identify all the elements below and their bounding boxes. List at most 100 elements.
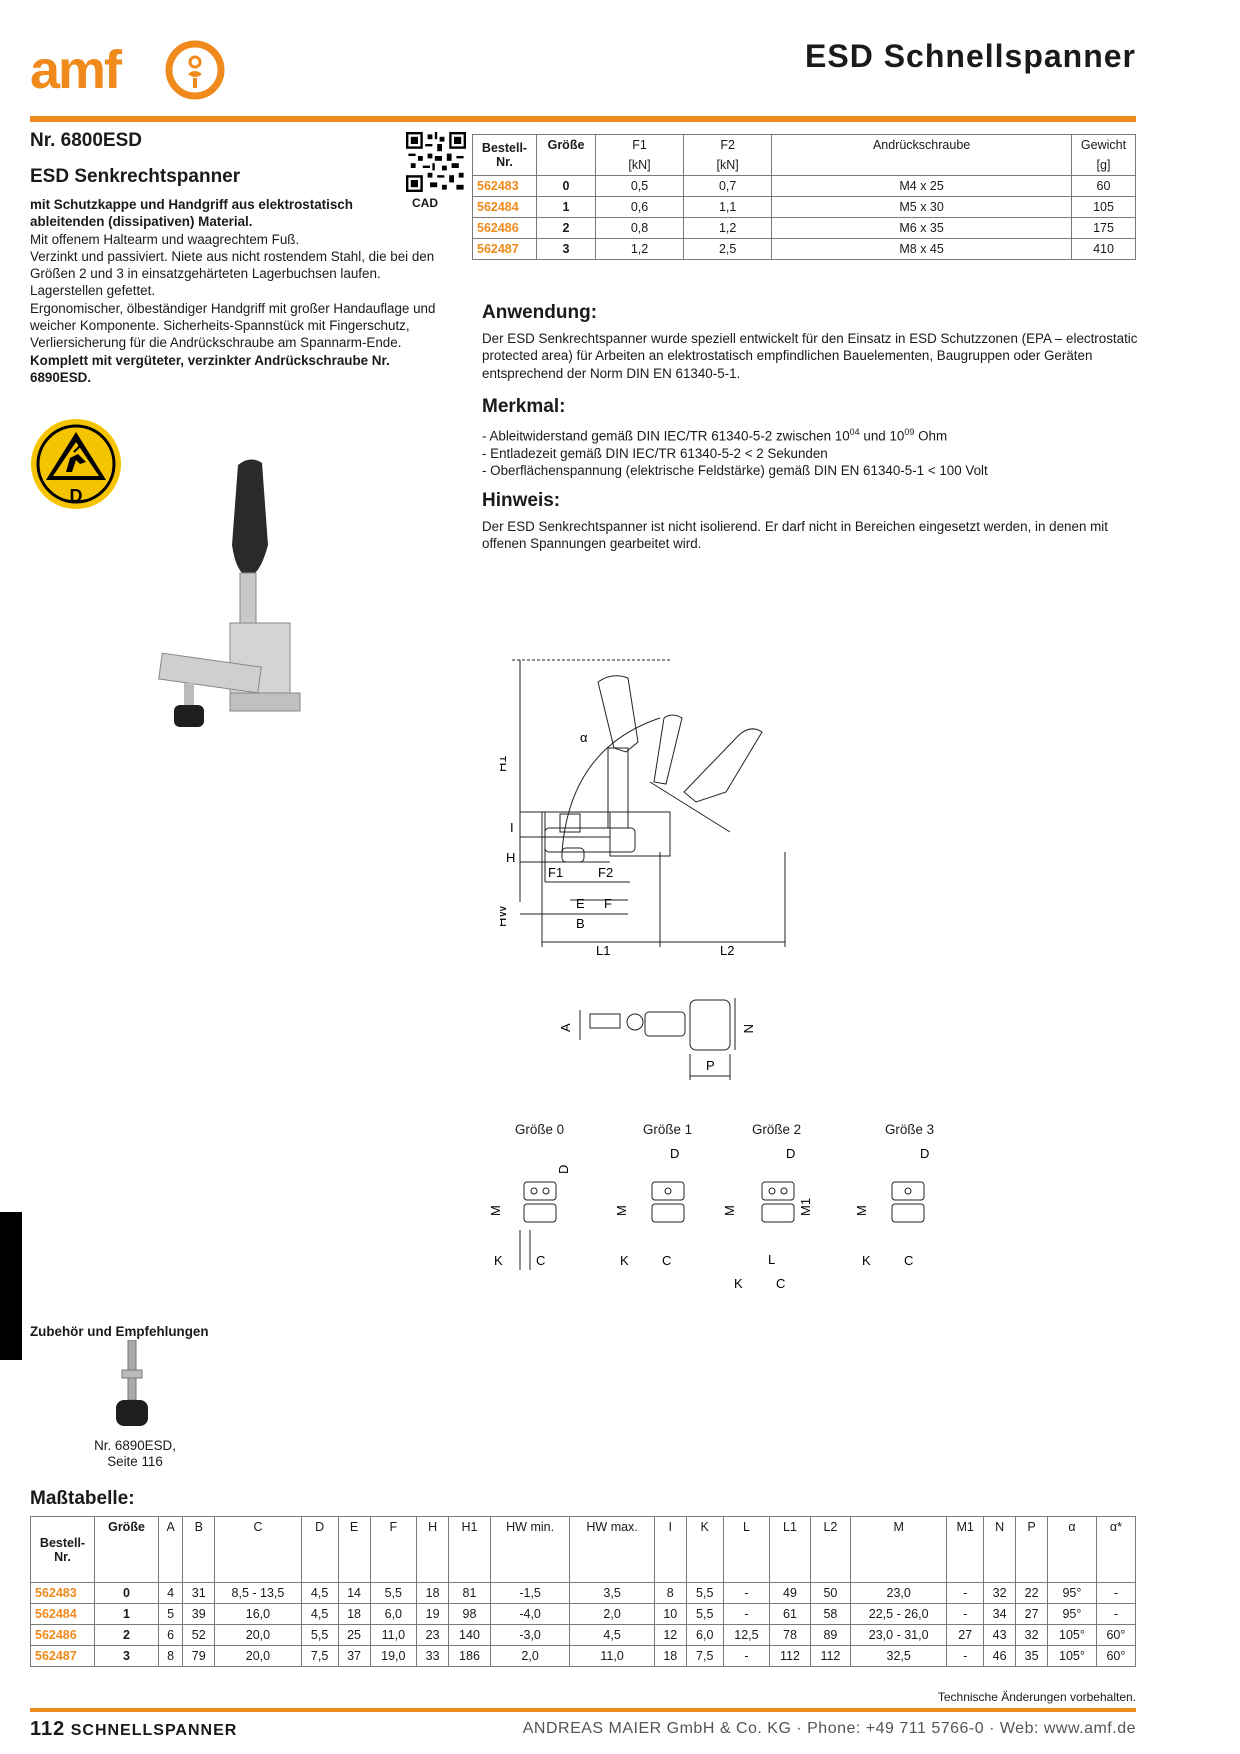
table-cell: 105	[1071, 196, 1136, 218]
table-cell: 22	[1015, 1582, 1049, 1604]
table-cell: 410	[1071, 238, 1136, 260]
dimension-table: Bestell-Nr. Größe A B C D E F H H1 HW mi…	[30, 1516, 1137, 1667]
table-cell: 112	[809, 1645, 852, 1667]
table-cell: 89	[809, 1624, 852, 1646]
cad-label[interactable]: CAD	[412, 196, 438, 210]
table-cell: -1,5	[489, 1582, 571, 1604]
table-cell: 19,0	[369, 1645, 418, 1667]
col-header: Bestell-Nr.	[30, 1516, 95, 1583]
col-header: B	[182, 1516, 216, 1583]
table-cell: 46	[983, 1645, 1017, 1667]
svg-text:L: L	[768, 1252, 775, 1267]
table-cell: 1	[536, 196, 596, 218]
table-cell: -	[946, 1582, 985, 1604]
col-header: HW max.	[569, 1516, 655, 1583]
table-cell: 5,5	[685, 1603, 724, 1625]
section-name: SCHNELLSPANNER	[70, 1722, 238, 1739]
table-cell: 98	[448, 1603, 491, 1625]
svg-text:N: N	[741, 1024, 756, 1033]
table-cell: -	[946, 1645, 985, 1667]
table-cell: 50	[809, 1582, 852, 1604]
order-code-link[interactable]: 562484	[30, 1603, 95, 1625]
svg-text:C: C	[662, 1253, 671, 1268]
order-code-link[interactable]: 562487	[30, 1645, 95, 1667]
accessory-caption: Nr. 6890ESD, Seite 116	[94, 1438, 176, 1469]
order-code-link[interactable]: 562483	[472, 175, 537, 197]
order-code-link[interactable]: 562487	[472, 238, 537, 260]
page-number: 112	[30, 1718, 66, 1740]
svg-text:A: A	[560, 1023, 573, 1032]
amf-logo: amf	[30, 40, 225, 100]
col-header: E	[337, 1516, 371, 1583]
col-header: Größe	[93, 1516, 160, 1583]
svg-text:D: D	[786, 1146, 795, 1161]
svg-text:M1: M1	[798, 1198, 813, 1216]
table-cell: 7,5	[685, 1645, 724, 1667]
table-cell: 58	[809, 1603, 852, 1625]
table-cell: 35	[1015, 1645, 1049, 1667]
table-cell: 0,8	[594, 217, 685, 239]
table-cell: 60	[1071, 175, 1136, 197]
table-cell: -	[1095, 1603, 1137, 1625]
col-header: A	[158, 1516, 184, 1583]
merkmal-item: - Oberflächenspannung (elektrische Felds…	[482, 463, 988, 479]
table-cell: 60°	[1095, 1624, 1137, 1646]
table-cell: 32	[1015, 1624, 1049, 1646]
table-cell: 1,2	[594, 238, 685, 260]
desc-line-1: Mit offenem Haltearm und waagrechtem Fuß…	[30, 231, 300, 247]
table-cell: 3	[93, 1645, 160, 1667]
table-cell: 2,0	[569, 1603, 655, 1625]
table-cell: 5,5	[369, 1582, 418, 1604]
col-header: P	[1015, 1516, 1049, 1583]
table-cell: 4	[158, 1582, 184, 1604]
table-cell: 2	[536, 217, 596, 239]
qr-code-icon[interactable]	[406, 132, 466, 192]
col-header: M	[850, 1516, 948, 1583]
table-cell: 32	[983, 1582, 1017, 1604]
table-cell: 20,0	[214, 1624, 302, 1646]
table-cell: 95°	[1047, 1603, 1097, 1625]
svg-text:D: D	[920, 1146, 929, 1161]
table-cell: 12,5	[722, 1624, 771, 1646]
merkmal-item: - Entladezeit gemäß DIN IEC/TR 61340-5-2…	[482, 445, 828, 461]
table-row: 562486 2 0,8 1,2 M6 x 35 175	[472, 217, 1136, 239]
table-cell: 23	[416, 1624, 450, 1646]
groesse-0-label: Größe 0	[515, 1122, 565, 1137]
table-cell: 10	[653, 1603, 687, 1625]
table-cell: 39	[182, 1603, 216, 1625]
order-code-link[interactable]: 562486	[472, 217, 537, 239]
merkmal-heading: Merkmal:	[482, 396, 566, 417]
desc-bold-2: Komplett mit vergüteter, verzinkter Andr…	[30, 352, 390, 385]
table-cell: 3	[536, 238, 596, 260]
order-code-link[interactable]: 562486	[30, 1624, 95, 1646]
table-cell: 112	[769, 1645, 811, 1667]
svg-text:α: α	[580, 730, 588, 745]
table-cell: 18	[337, 1603, 371, 1625]
table-cell: -	[722, 1603, 771, 1625]
table-cell: 23,0 - 31,0	[850, 1624, 948, 1646]
table-cell: 27	[946, 1624, 985, 1646]
svg-text:H1: H1	[500, 755, 509, 772]
col-header: D	[300, 1516, 339, 1583]
accessory-image[interactable]	[110, 1340, 155, 1430]
svg-text:B: B	[576, 916, 585, 931]
table-cell: 19	[416, 1603, 450, 1625]
col-header: K	[685, 1516, 724, 1583]
table-cell: 49	[769, 1582, 811, 1604]
svg-text:F: F	[604, 896, 612, 911]
order-code-link[interactable]: 562484	[472, 196, 537, 218]
col-andrueckschraube: Andrückschraube	[771, 134, 1072, 155]
anwendung-text: Der ESD Senkrechtspanner wurde speziell …	[482, 331, 1138, 381]
col-f2: F2	[683, 134, 773, 155]
table-cell: 175	[1071, 217, 1136, 239]
product-description: mit Schutzkappe und Handgriff aus elektr…	[30, 196, 450, 386]
order-code-link[interactable]: 562483	[30, 1582, 95, 1604]
svg-text:L1: L1	[596, 943, 610, 958]
table-cell: 37	[337, 1645, 371, 1667]
merkmal-list: - Ableitwiderstand gemäß DIN IEC/TR 6134…	[482, 424, 1146, 479]
table-cell: -4,0	[489, 1603, 571, 1625]
tech-note: Technische Änderungen vorbehalten.	[937, 1690, 1136, 1704]
